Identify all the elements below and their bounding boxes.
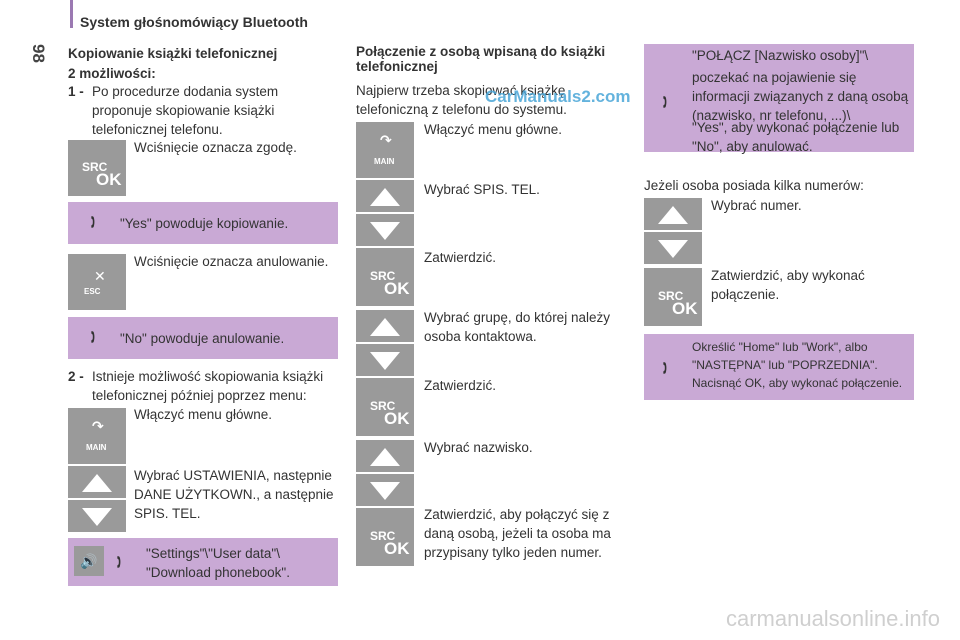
down-arrow-icon	[370, 482, 400, 500]
up-arrow-icon	[370, 448, 400, 466]
main-key[interactable]: ↷ MAIN	[356, 122, 414, 178]
col2-step-4: Wybrać grupę, do której należy osoba kon…	[424, 310, 610, 344]
up-down-keys[interactable]	[356, 180, 414, 246]
voice-connect-line2: poczekać na pojawienie się informacji zw…	[692, 70, 909, 123]
voice-command-icon: 🕽	[90, 212, 96, 232]
col2-step-7: Zatwierdzić, aby połączyć się z daną oso…	[424, 507, 611, 560]
down-arrow-icon	[370, 352, 400, 370]
main-key[interactable]: ↷ MAIN	[68, 408, 126, 464]
up-down-keys[interactable]	[644, 198, 702, 264]
down-arrow-icon	[370, 222, 400, 240]
up-arrow-icon	[658, 206, 688, 224]
page-number-wrap: 98	[28, 44, 48, 84]
voice-connect-line3: "Yes", aby wykonać połączenie lub "No", …	[692, 120, 900, 154]
col2-intro: Najpierw trzeba skopiować książkę telefo…	[356, 83, 567, 117]
carmanuals-watermark: CarManuals2.com	[485, 87, 631, 106]
up-arrow-icon	[370, 318, 400, 336]
step-main: Włączyć menu główne.	[134, 407, 273, 422]
col1-subheading: 2 możliwości:	[68, 66, 156, 81]
voice-settings-line1: "Settings"\"User data"\	[146, 546, 280, 561]
col2-step-1: Włączyć menu główne.	[424, 122, 563, 137]
voice-connect-line1: "POŁĄCZ [Nazwisko osoby]"\	[692, 48, 869, 63]
voice-yes-text: "Yes" powoduje kopiowanie.	[120, 216, 289, 231]
step-settings: Wybrać USTAWIENIA, następnie DANE UŻYTKO…	[134, 468, 334, 521]
col1-heading: Kopiowanie książki telefonicznej	[68, 46, 278, 61]
multi-numbers-text: Jeżeli osoba posiada kilka numerów:	[644, 178, 864, 193]
item1-text: Po procedurze dodania system proponuje s…	[92, 84, 279, 137]
main-arrow-icon: ↷	[92, 418, 104, 434]
step-cancel: Wciśnięcie oznacza anulowanie.	[134, 254, 329, 269]
voice-box-home: 🕽 Określić "Home" lub "Work", albo "NAST…	[644, 334, 914, 400]
voice-home-line2: "NASTĘPNA" lub "POPRZEDNIA".	[692, 358, 878, 372]
esc-key[interactable]: ✕ ESC	[68, 254, 126, 310]
voice-home-line1: Określić "Home" lub "Work", albo	[692, 340, 868, 354]
col2-step-2: Wybrać SPIS. TEL.	[424, 182, 540, 197]
up-arrow-icon	[82, 474, 112, 492]
voice-command-icon: 🕽	[662, 92, 668, 112]
voice-box-yes: 🕽 "Yes" powoduje kopiowanie.	[68, 202, 338, 244]
item2-number: 2 -	[68, 369, 84, 384]
col2-heading: Połączenie z osobą wpisaną do książki te…	[356, 44, 606, 74]
voice-home-line3: Nacisnąć OK, aby wykonać połączenie.	[692, 376, 903, 390]
item1-number: 1 -	[68, 84, 84, 99]
voice-settings-line2: "Download phonebook".	[146, 565, 290, 580]
page-number: 98	[29, 44, 48, 63]
voice-command-icon: 🕽	[662, 358, 668, 378]
voice-command-icon: 🕽	[116, 552, 122, 572]
down-arrow-icon	[82, 508, 112, 526]
bottom-watermark: carmanualsonline.info	[725, 606, 940, 631]
esc-icon: ✕	[94, 268, 106, 284]
voice-no-text: "No" powoduje anulowanie.	[120, 331, 285, 346]
page-header: System głośnomówiący Bluetooth	[80, 14, 308, 30]
down-arrow-icon	[658, 240, 688, 258]
up-down-keys[interactable]	[68, 466, 126, 532]
voice-command-icon: 🕽	[90, 327, 96, 347]
step-agree: Wciśnięcie oznacza zgodę.	[134, 140, 297, 155]
voice-box-connect: 🕽 "POŁĄCZ [Nazwisko osoby]"\ poczekać na…	[644, 44, 914, 154]
voice-box-settings: 🔊 🕽 "Settings"\"User data"\ "Download ph…	[68, 538, 338, 586]
voice-box-no: 🕽 "No" powoduje anulowanie.	[68, 317, 338, 359]
col2-step-3: Zatwierdzić.	[424, 250, 497, 265]
up-down-keys[interactable]	[356, 310, 414, 376]
voice-button-icon: 🔊	[74, 546, 104, 576]
up-down-keys[interactable]	[356, 440, 414, 506]
up-arrow-icon	[370, 188, 400, 206]
header-accent-bar	[70, 0, 73, 28]
col2-step-5: Zatwierdzić.	[424, 378, 497, 393]
step-confirm-call: Zatwierdzić, aby wykonać połączenie.	[711, 268, 865, 302]
main-arrow-icon: ↷	[380, 132, 392, 148]
col2-step-6: Wybrać nazwisko.	[424, 440, 533, 455]
step-select-number: Wybrać numer.	[711, 198, 802, 213]
item2-text: Istnieje możliwość skopiowania książki t…	[92, 369, 324, 403]
